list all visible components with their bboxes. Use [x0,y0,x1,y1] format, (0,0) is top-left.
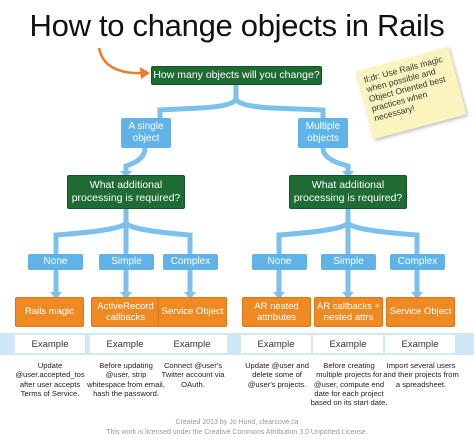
example-text-ar-nested-attributes: Update @user and delete some of @user's … [245,361,309,389]
question-object-count: How many objects will you change? [151,66,322,85]
example-label: Example [90,335,160,353]
option-complex-single: Complex [163,254,218,270]
result-service-object-multiple: Service Object [386,297,455,327]
branch-multiple-objects: Multiple objects [298,118,348,148]
example-text-activerecord-callbacks: Before updating @user, strip whitespace … [87,361,165,398]
example-label: Example [385,335,455,353]
example-label: Example [157,335,227,353]
result-ar-callbacks-nested: AR callbacks + nested attrs [314,297,383,327]
option-none-multiple: None [252,254,307,270]
example-label: Example [15,335,85,353]
result-rails-magic: Rails magic [15,297,84,327]
example-text-service-object-single: Connect @user's Twitter account via OAut… [161,361,225,389]
question-processing-single: What additional processing is required? [67,175,185,209]
result-ar-nested-attributes: AR nested attributes [242,297,311,327]
footer-credit: Created 2013 by Jo Hund, clearcove.ca [175,419,299,426]
example-label: Example [241,335,311,353]
example-text-service-object-multiple: Import several users and their projects … [383,361,459,389]
diagram-title: How to change objects in Rails [29,8,445,43]
result-service-object-single: Service Object [158,297,227,327]
option-simple-single: Simple [99,254,154,270]
example-text-rails-magic: Update @user.accepted_tos after user acc… [15,361,85,398]
branch-single-object: A single object [121,118,171,148]
result-activerecord-callbacks: ActiveRecord callbacks [91,297,160,327]
example-text-ar-callbacks-nested: Before creating multiple projects for @u… [310,361,388,407]
question-processing-multiple: What additional processing is required? [289,175,407,209]
option-complex-multiple: Complex [390,254,445,270]
option-none-single: None [28,254,83,270]
example-label: Example [313,335,383,353]
option-simple-multiple: Simple [321,254,376,270]
footer-license: This work is licensed under the Creative… [106,429,368,436]
